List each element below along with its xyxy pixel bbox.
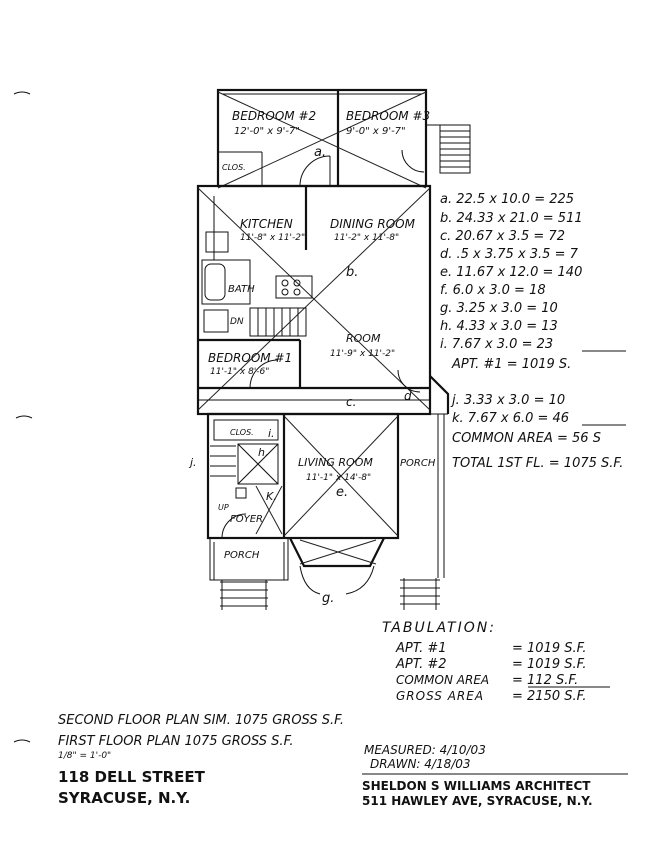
architect-address: 511 HAWLEY AVE, SYRACUSE, N.Y.	[362, 794, 593, 808]
kitchen-dim: 11'-8" x 11'-2"	[240, 233, 305, 243]
tab-gross-value: = 2150 S.F.	[512, 689, 587, 704]
bedroom1-label: BEDROOM #1	[208, 351, 292, 365]
calc-line-c: c. 20.67 x 3.5 = 72	[440, 229, 565, 244]
bath-label: BATH	[228, 284, 255, 295]
city-line: SYRACUSE, N.Y.	[58, 789, 190, 807]
area-calculations: a. 22.5 x 10.0 = 225 b. 24.33 x 21.0 = 5…	[440, 192, 626, 471]
area-c-label: c.	[346, 395, 356, 409]
bedroom2-label: BEDROOM #2	[232, 109, 316, 123]
closet-upper-label: CLOS.	[222, 163, 246, 172]
dining-label: DINING ROOM	[330, 217, 416, 231]
bedroom2-dim: 12'-0" x 9'-7"	[234, 126, 300, 137]
calc-total-first-floor: TOTAL 1ST FL. = 1075 S.F.	[452, 456, 623, 471]
measured-date: MEASURED: 4/10/03	[364, 743, 486, 757]
punch-holes	[13, 91, 33, 743]
tab-gross-label: GROSS AREA	[396, 689, 484, 703]
room-label: ROOM	[346, 332, 381, 345]
area-g-label: g.	[322, 591, 334, 606]
calc-line-i: i. 7.67 x 3.0 = 23	[440, 337, 553, 352]
tab-common-label: COMMON AREA	[396, 673, 489, 687]
calc-line-h: h. 4.33 x 3.0 = 13	[440, 319, 558, 334]
second-floor-note: SECOND FLOOR PLAN SIM. 1075 GROSS S.F.	[58, 713, 344, 728]
tab-apt2-value: = 1019 S.F.	[512, 657, 587, 672]
calc-apt1-total: APT. #1 = 1019 S.	[451, 357, 571, 372]
side-porch-label: PORCH	[400, 458, 436, 469]
calc-line-j: j. 3.33 x 3.0 = 10	[450, 393, 565, 408]
area-i-label: i.	[268, 427, 275, 440]
drawn-date: DRAWN: 4/18/03	[370, 757, 471, 771]
architect-name: SHELDON S WILLIAMS ARCHITECT	[362, 779, 591, 793]
tab-apt1-label: APT. #1	[395, 641, 447, 656]
living-dim: 11'-1" x 14'-8"	[306, 473, 371, 483]
area-b-label: b.	[346, 265, 358, 280]
kitchen-label: KITCHEN	[240, 217, 293, 231]
up-label: UP	[218, 503, 229, 512]
closet-lower-label: CLOS.	[230, 428, 254, 437]
calc-line-d: d. .5 x 3.75 x 3.5 = 7	[440, 247, 579, 262]
calc-line-e: e. 11.67 x 12.0 = 140	[440, 265, 582, 280]
area-e-label: e.	[336, 485, 348, 500]
calc-line-f: f. 6.0 x 3.0 = 18	[440, 283, 546, 298]
bedroom1-dim: 11'-1" x 8'-6"	[210, 367, 269, 377]
bedroom3-dim: 9'-0" x 9'-7"	[346, 126, 406, 137]
bedroom3-label: BEDROOM #3	[346, 109, 430, 123]
tabulation-heading: TABULATION:	[382, 620, 496, 636]
tabulation: TABULATION: APT. #1 = 1019 S.F. APT. #2 …	[382, 620, 610, 704]
area-d-label: d	[404, 389, 412, 403]
tab-apt1-value: = 1019 S.F.	[512, 641, 587, 656]
calc-line-k: k. 7.67 x 6.0 = 46	[452, 411, 569, 426]
floor-plan-drawing	[196, 88, 471, 610]
tab-common-value: = 112 S.F.	[512, 673, 578, 688]
calc-line-a: a. 22.5 x 10.0 = 225	[440, 192, 574, 207]
first-floor-title: FIRST FLOOR PLAN 1075 GROSS S.F.	[58, 734, 294, 749]
area-j-label: j.	[188, 456, 197, 469]
tab-apt2-label: APT. #2	[395, 657, 447, 672]
dining-dim: 11'-2" x 11'-8"	[334, 233, 399, 243]
room-dim: 11'-9" x 11'-2"	[330, 349, 395, 359]
calc-line-g: g. 3.25 x 3.0 = 10	[440, 301, 558, 316]
calc-line-b: b. 24.33 x 21.0 = 511	[440, 211, 583, 226]
dn-label: DN	[230, 317, 244, 327]
area-a-label: a.	[314, 145, 326, 160]
area-h-label: h.	[258, 446, 268, 459]
area-k-label: K.	[266, 490, 277, 503]
scale-note: 1/8" = 1'-0"	[58, 751, 111, 761]
living-label: LIVING ROOM	[298, 456, 373, 469]
room-labels: BEDROOM #2 12'-0" x 9'-7" BEDROOM #3 9'-…	[208, 109, 436, 561]
calc-common-total: COMMON AREA = 56 S	[452, 431, 601, 446]
foyer-label: FOYER	[230, 514, 263, 525]
address-line: 118 DELL STREET	[58, 768, 206, 786]
front-porch-label: PORCH	[224, 550, 260, 561]
area-letters: a. b. c. d e. h. i. j. K. g.	[188, 145, 412, 606]
title-block: SECOND FLOOR PLAN SIM. 1075 GROSS S.F. F…	[58, 713, 628, 808]
